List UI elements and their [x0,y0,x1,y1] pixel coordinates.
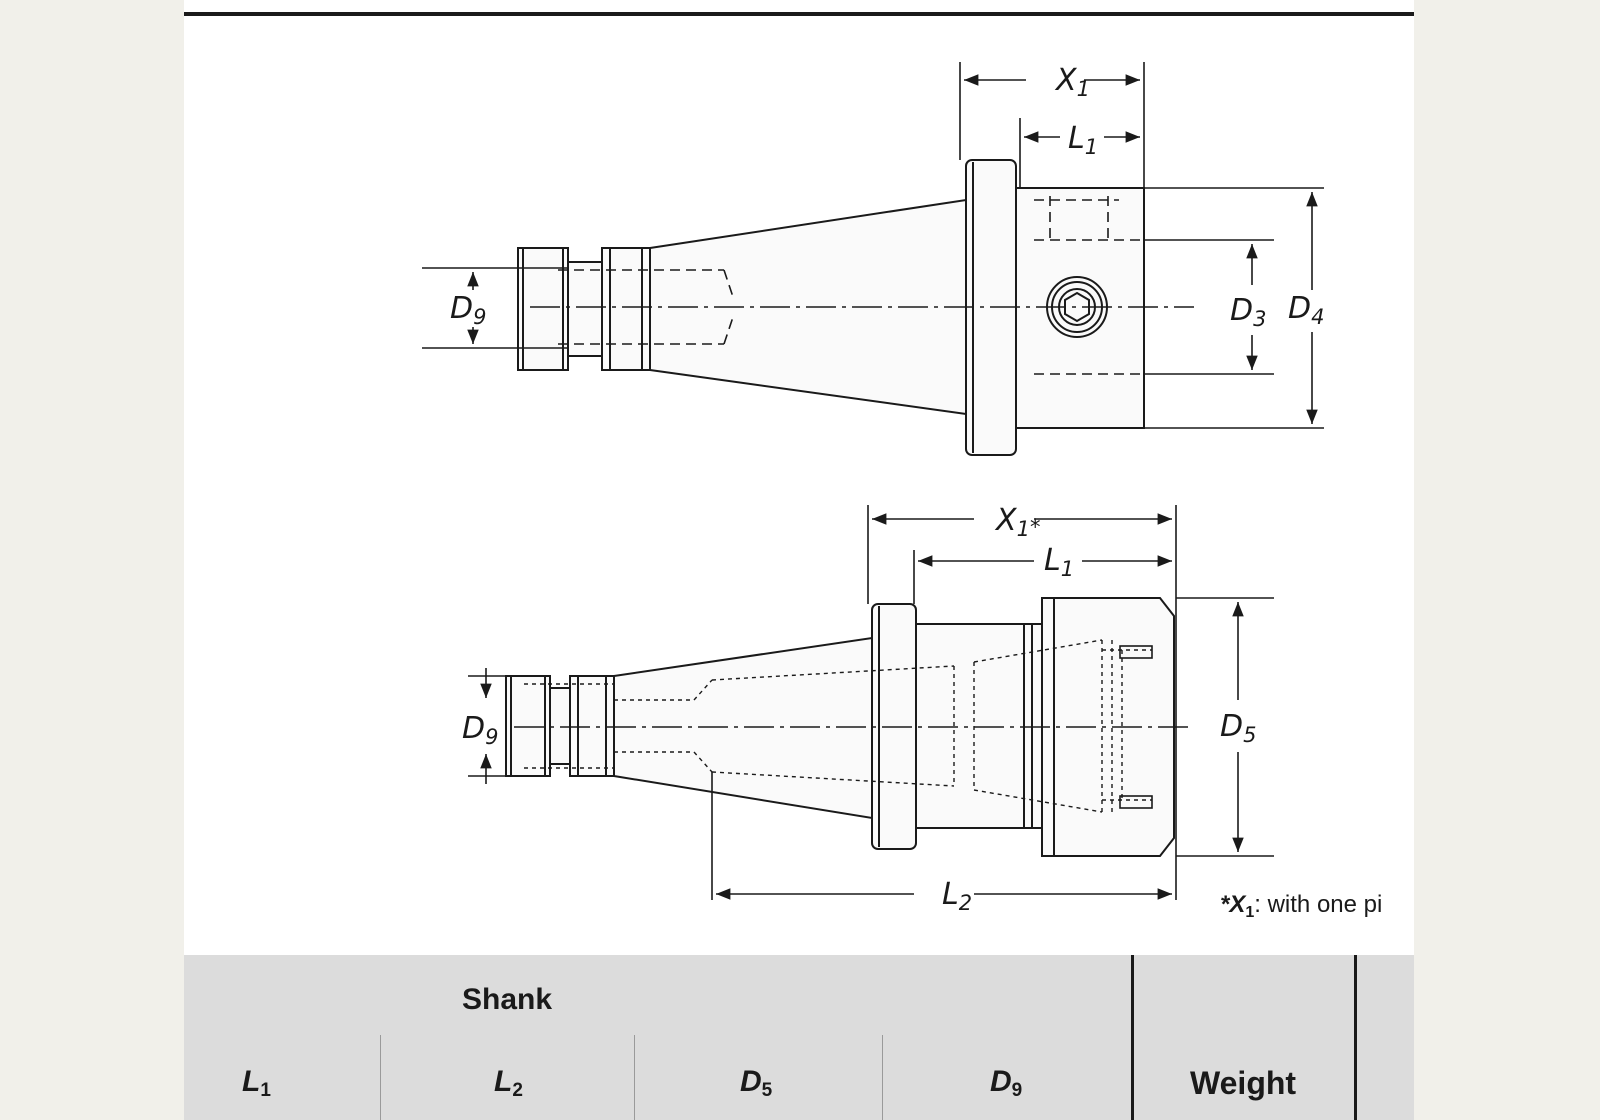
column-header-l2: L2 [494,1065,523,1101]
tool-holder-drawing: X1 L1 D9 D3 D4 X1* L1 D9 D5 L2 *X1: with… [422,62,1382,921]
label-bottom-x1: X1* [994,503,1040,541]
column-header-d9: D9 [990,1065,1023,1101]
column-divider [634,1035,635,1120]
bottom-nut-details [1119,645,1153,809]
label-top-d4: D4 [1288,291,1324,329]
top-rule [184,12,1414,16]
column-header-l1: L1 [242,1065,271,1101]
spec-table-header: Shank L1 L2 D5 D9 Weight [184,955,1414,1120]
column-header-weight: Weight [1190,1065,1297,1101]
column-divider [882,1035,883,1120]
label-bottom-d9: D9 [462,711,498,749]
bottom-holder-outline [505,597,1175,857]
bottom-dimensions [468,505,1274,900]
group-divider [1131,955,1134,1120]
label-bottom-l2: L2 [942,877,972,915]
spec-sheet: X1 L1 D9 D3 D4 X1* L1 D9 D5 L2 *X1: with… [184,0,1414,1120]
footnote: *X1: with one pi [1220,891,1382,921]
label-top-x1: X1 [1054,63,1090,101]
top-dimensions [422,62,1324,429]
label-bottom-l1: L1 [1044,543,1074,581]
column-divider [380,1035,381,1120]
label-bottom-d5: D5 [1220,709,1256,747]
label-top-d9: D9 [450,291,486,329]
label-top-d3: D3 [1230,293,1266,331]
column-header-d5: D5 [740,1065,773,1101]
group-divider [1354,955,1357,1120]
shank-group-header: Shank [462,983,553,1016]
bottom-hidden-lines [524,639,1152,813]
label-top-l1: L1 [1068,121,1098,159]
top-hidden-lines [558,196,1144,375]
